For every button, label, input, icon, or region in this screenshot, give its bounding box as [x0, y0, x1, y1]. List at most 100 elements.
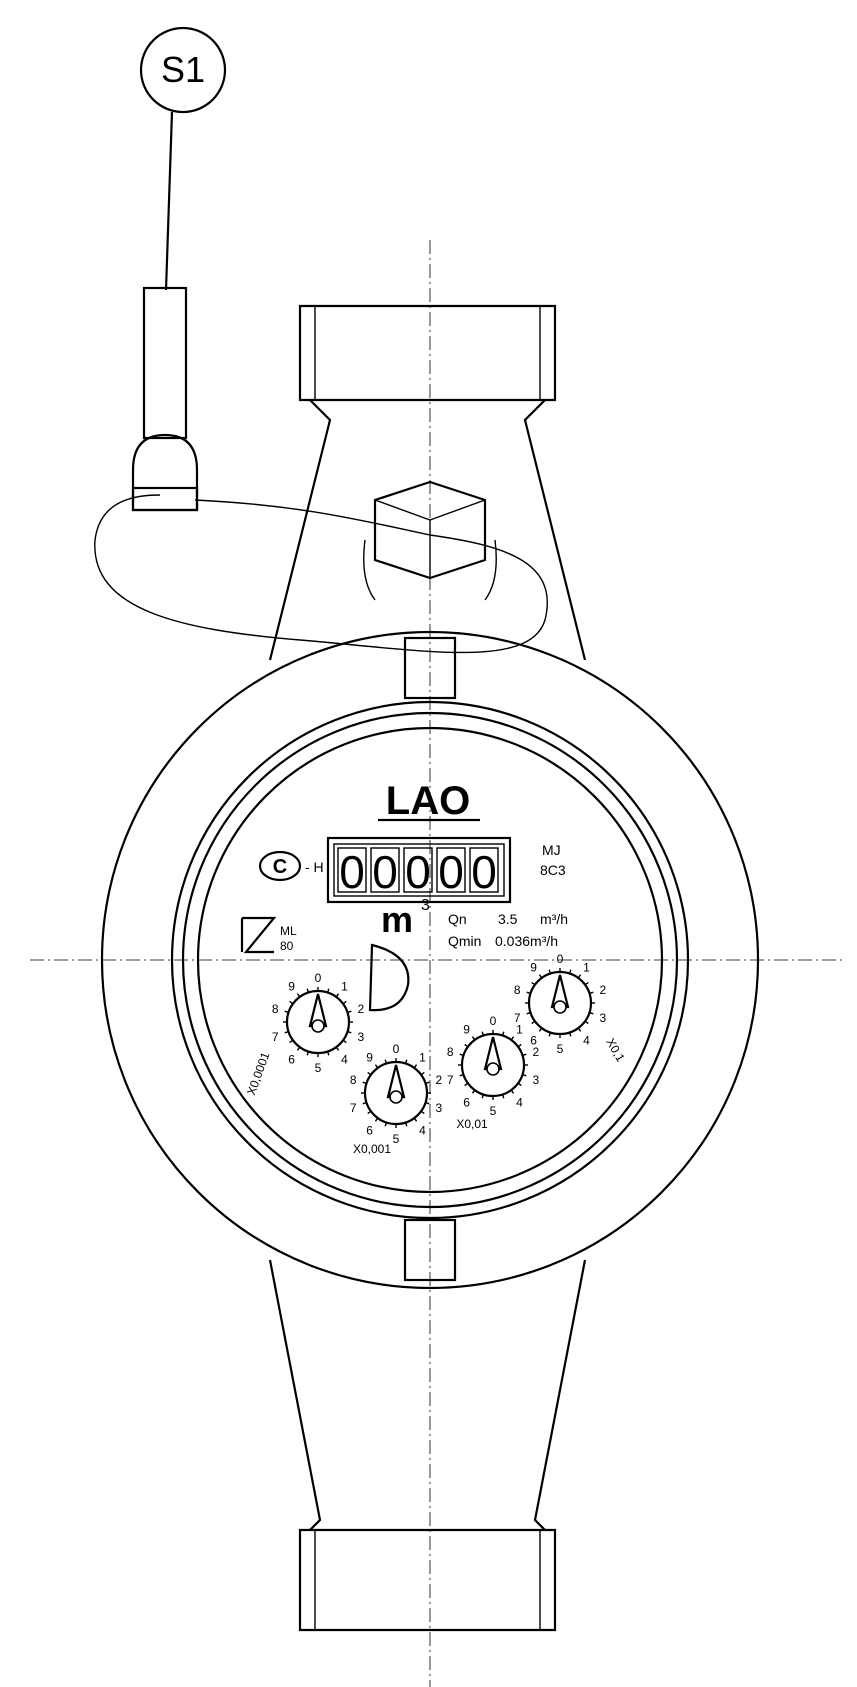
unit-label: m 3 [381, 897, 430, 940]
dial-tick [501, 1031, 505, 1036]
bottom-lug [403, 1218, 457, 1282]
dial-number: 4 [516, 1095, 523, 1109]
dial-tick [420, 1110, 425, 1115]
dial-tick [342, 1000, 347, 1005]
flow-ratings: Qn 3.5 m³/h Qmin 0.036m³/h [448, 911, 568, 949]
upper-nut [298, 304, 557, 402]
dial-tick [517, 1043, 522, 1048]
dial-number: 2 [357, 1002, 364, 1016]
dial-tick [471, 1089, 476, 1094]
dial-number: 5 [315, 1061, 322, 1075]
dial-number: 3 [435, 1101, 442, 1115]
dial-tick [589, 991, 594, 995]
dial-tick [459, 1073, 464, 1077]
dial-tick [413, 1117, 418, 1122]
dial-number: 8 [272, 1002, 279, 1016]
dial-number: 4 [341, 1052, 348, 1066]
dial-tick [335, 993, 340, 998]
dial-tick [362, 1101, 367, 1105]
callout-circle [139, 26, 227, 114]
dial-tick [584, 1020, 589, 1025]
approval-code-bottom: 80 [280, 939, 294, 953]
dial-tick [584, 981, 589, 986]
dial-number: 8 [447, 1045, 454, 1059]
dial-number: 2 [435, 1073, 442, 1087]
dial-number: 8 [514, 983, 521, 997]
dial-number: 2 [599, 983, 606, 997]
bezel-ring [181, 711, 679, 1209]
dial-tick [284, 1010, 289, 1014]
dial-tick [335, 1046, 340, 1051]
dial-tick [459, 1053, 464, 1057]
unit-text: m [381, 899, 413, 940]
dial-tick [326, 988, 330, 993]
qn-value: 3.5 [498, 911, 518, 927]
dial-number: 7 [272, 1030, 279, 1044]
dial-hub [389, 1090, 403, 1104]
dial-number: 1 [419, 1051, 426, 1065]
dial-tick [296, 1046, 301, 1051]
dial-tick [510, 1089, 515, 1094]
dial-tick [420, 1071, 425, 1076]
dial-tick [568, 1032, 572, 1037]
counter-digits: 0 0 0 0 0 [337, 846, 499, 898]
qmin-value: 0.036m³/h [495, 933, 558, 949]
sensor-cable [94, 494, 548, 654]
dial-tick [425, 1081, 430, 1085]
callout-leader [164, 111, 174, 291]
dial-tick [481, 1031, 485, 1036]
sensor-base [131, 486, 199, 512]
dial-number: 7 [350, 1101, 357, 1115]
dial-number: 0 [557, 952, 564, 966]
dial-tick [326, 1051, 330, 1056]
dial-tick [367, 1071, 372, 1076]
flow-indicator [368, 943, 410, 1012]
dial-number: 1 [341, 980, 348, 994]
dial-tick [522, 1073, 527, 1077]
dial-multiplier-label: X0,01 [456, 1117, 488, 1131]
cert-mark-oval [258, 850, 302, 882]
dial-face [196, 726, 664, 1194]
certification-mark: C - H [258, 850, 324, 882]
dial-tick [548, 1032, 552, 1037]
counter-digit-3: 0 [405, 846, 431, 898]
meter-head [100, 630, 760, 1290]
dial-tick [384, 1059, 388, 1064]
dial-tick [347, 1030, 352, 1034]
dial-number: 5 [393, 1132, 400, 1146]
dial-tick [464, 1043, 469, 1048]
dial-tick [526, 991, 531, 995]
approval-symbol [240, 916, 277, 954]
dial-number: 9 [366, 1051, 373, 1065]
counter-window [326, 836, 512, 904]
qmin-label: Qmin [448, 933, 481, 949]
dial-number: 1 [583, 961, 590, 975]
dial-number: 8 [350, 1073, 357, 1087]
dial-tick [342, 1039, 347, 1044]
brand-text: LAO [386, 779, 470, 823]
dial-number: 1 [516, 1023, 523, 1037]
qn-label: Qn [448, 911, 467, 927]
dial-number: 3 [357, 1030, 364, 1044]
dial-number: 0 [393, 1042, 400, 1056]
top-lug [403, 636, 457, 700]
dial-number: 6 [530, 1033, 537, 1047]
class-bottom: 8C3 [540, 862, 566, 878]
dial-tick [531, 1020, 536, 1025]
counter-digit-5: 0 [471, 846, 497, 898]
dial-number: 2 [532, 1045, 539, 1059]
dial-tick [404, 1059, 408, 1064]
dial-number: 5 [490, 1104, 497, 1118]
dial-tick [404, 1122, 408, 1127]
sensor-cap [131, 433, 199, 512]
lower-nut [298, 1528, 557, 1632]
dial-tick [538, 974, 543, 979]
dial-multiplier-label: X0,001 [353, 1142, 391, 1156]
dial-number: 7 [514, 1011, 521, 1025]
dial-number: 0 [315, 971, 322, 985]
cert-mark-suffix: - H [305, 859, 324, 875]
dial-number: 7 [447, 1073, 454, 1087]
